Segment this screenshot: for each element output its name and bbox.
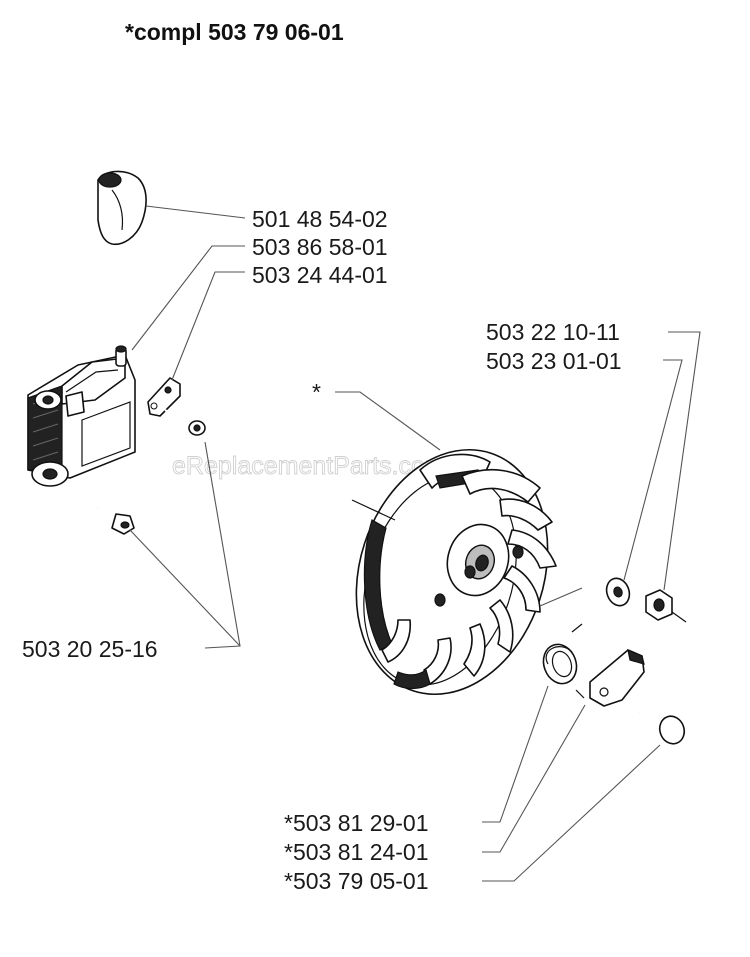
label-spring: *503 81 29-01 — [284, 810, 429, 836]
label-nut: 503 23 01-01 — [486, 348, 622, 374]
flywheel-icon — [351, 448, 557, 696]
spring-icon — [542, 623, 585, 699]
label-screws: 503 20 25-16 — [22, 636, 158, 662]
label-coil: 503 86 58-01 — [252, 234, 388, 260]
watermark: eReplacementParts.com — [172, 452, 446, 480]
pawl-icon — [589, 648, 645, 707]
flywheel-marker: * — [312, 379, 321, 405]
label-washer: 503 22 10-11 — [486, 319, 620, 345]
label-pin: *503 79 05-01 — [284, 868, 429, 894]
washer-icon — [605, 577, 631, 607]
label-pawl: *503 81 24-01 — [284, 839, 429, 865]
ignition-coil-icon — [27, 170, 147, 487]
pin-icon — [639, 710, 686, 745]
nut-icon — [645, 589, 687, 623]
screw-upper-icon — [164, 409, 206, 436]
label-bracket: 503 24 44-01 — [252, 262, 388, 288]
bracket-icon — [147, 377, 181, 417]
leader-lines — [129, 205, 701, 882]
assembly-title: *compl 503 79 06-01 — [125, 19, 344, 45]
screw-lower-icon — [97, 506, 135, 535]
label-cap: 501 48 54-02 — [252, 206, 388, 232]
